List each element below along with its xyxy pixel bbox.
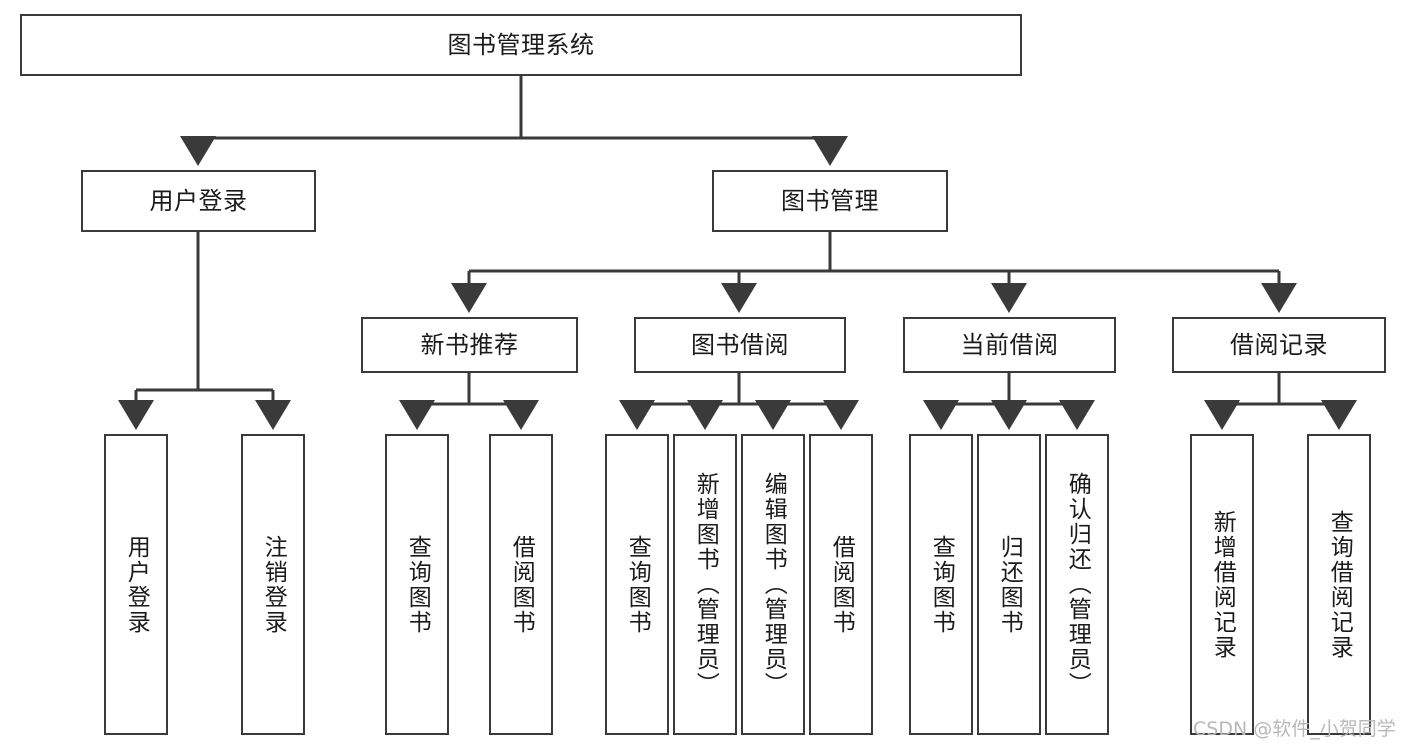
node-root-label: 图书管理系统 (447, 30, 595, 59)
leaf-query-book-recommend[interactable]: 查询图书 (385, 434, 449, 735)
node-book-borrow[interactable]: 图书借阅 (634, 317, 846, 373)
leaf-query-book-recommend-label: 查询图书 (404, 534, 431, 635)
leaf-borrow-book[interactable]: 借阅图书 (809, 434, 873, 735)
leaf-add-borrow-record[interactable]: 新增借阅记录 (1190, 434, 1254, 735)
node-book-management[interactable]: 图书管理 (712, 170, 948, 232)
leaf-logout-label: 注销登录 (260, 534, 287, 635)
node-user-login[interactable]: 用户登录 (81, 170, 316, 232)
watermark-text: CSDN @软件_小贺同学 (1193, 718, 1396, 740)
leaf-query-book-current-label: 查询图书 (928, 534, 955, 635)
leaf-return-book-label: 归还图书 (996, 534, 1023, 635)
node-user-login-label: 用户登录 (149, 186, 248, 215)
node-new-book-recommend-label: 新书推荐 (420, 330, 519, 359)
node-borrow-record[interactable]: 借阅记录 (1172, 317, 1386, 373)
node-current-borrow[interactable]: 当前借阅 (903, 317, 1116, 373)
node-borrow-record-label: 借阅记录 (1230, 330, 1328, 359)
leaf-confirm-return-admin[interactable]: 确认归还（管理员） (1045, 434, 1109, 735)
leaf-query-borrow-record[interactable]: 查询借阅记录 (1307, 434, 1371, 735)
node-book-borrow-label: 图书借阅 (691, 330, 789, 359)
leaf-return-book[interactable]: 归还图书 (977, 434, 1041, 735)
leaf-borrow-book-recommend-label: 借阅图书 (508, 534, 535, 635)
leaf-query-borrow-record-label: 查询借阅记录 (1326, 509, 1353, 660)
node-new-book-recommend[interactable]: 新书推荐 (361, 317, 578, 373)
leaf-edit-book-admin-label: 编辑图书（管理员） (760, 472, 787, 697)
node-book-management-label: 图书管理 (781, 186, 879, 215)
leaf-add-borrow-record-label: 新增借阅记录 (1209, 509, 1236, 660)
leaf-query-book-borrow-label: 查询图书 (624, 534, 651, 635)
leaf-confirm-return-admin-label: 确认归还（管理员） (1064, 472, 1091, 697)
leaf-edit-book-admin[interactable]: 编辑图书（管理员） (741, 434, 805, 735)
leaf-add-book-admin-label: 新增图书（管理员） (692, 472, 719, 697)
leaf-borrow-book-label: 借阅图书 (828, 534, 855, 635)
leaf-query-book-current[interactable]: 查询图书 (909, 434, 973, 735)
leaf-user-login[interactable]: 用户登录 (104, 434, 168, 735)
leaf-query-book-borrow[interactable]: 查询图书 (605, 434, 669, 735)
leaf-borrow-book-recommend[interactable]: 借阅图书 (489, 434, 553, 735)
leaf-add-book-admin[interactable]: 新增图书（管理员） (673, 434, 737, 735)
node-root[interactable]: 图书管理系统 (20, 14, 1022, 76)
leaf-logout[interactable]: 注销登录 (241, 434, 305, 735)
leaf-user-login-label: 用户登录 (123, 534, 150, 635)
node-current-borrow-label: 当前借阅 (960, 330, 1059, 359)
